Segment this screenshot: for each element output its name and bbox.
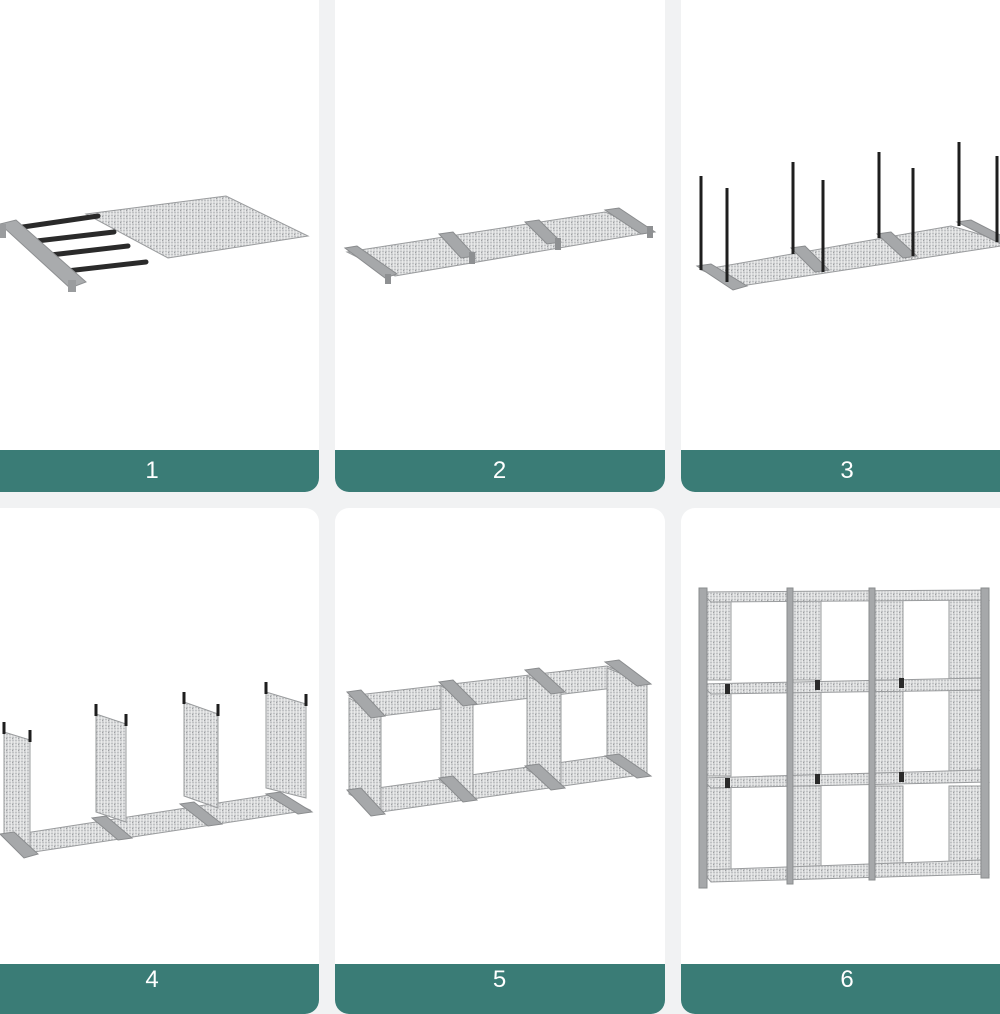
nine-cube-organizer-icon — [698, 587, 991, 889]
step-label-bar: 5 — [335, 964, 665, 1014]
step-panel-6: 6 — [681, 508, 1000, 1014]
step-label-bar: 4 — [0, 964, 319, 1014]
step-number: 5 — [492, 966, 508, 993]
three-shelf-boards-joined-icon — [343, 207, 657, 284]
step-number: 6 — [840, 966, 855, 993]
step-number: 3 — [840, 457, 855, 484]
three-cube-row-icon — [345, 659, 653, 817]
step-number: 4 — [145, 966, 160, 993]
step-panel-2: 2 — [335, 0, 665, 492]
step-panel-1: 1 — [0, 0, 319, 492]
step-label-bar: 2 — [335, 450, 665, 492]
shelf-board-with-rods-icon — [0, 195, 310, 292]
step-number: 1 — [145, 457, 160, 484]
step-label-bar: 1 — [0, 450, 319, 492]
step-label-bar: 3 — [681, 450, 1000, 492]
step-panel-3: 3 — [681, 0, 1000, 492]
vertical-poles-inserted-icon — [695, 142, 1000, 291]
side-panels-attached-icon — [0, 682, 314, 859]
step-label-bar: 6 — [681, 964, 1000, 1014]
step-panel-5: 5 — [335, 508, 665, 1014]
step-number: 2 — [492, 457, 508, 484]
step-panel-4: 4 — [0, 508, 319, 1014]
